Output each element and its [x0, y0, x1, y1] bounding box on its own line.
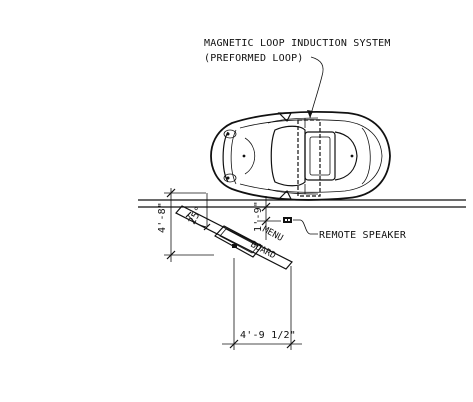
loop-leader — [309, 56, 324, 119]
menu-board-label-2: BOARD — [249, 240, 278, 262]
dim-width-bottom-label: 4'-9 1/2" — [240, 330, 296, 341]
loop-leader-arrow — [307, 110, 313, 118]
menu-board — [175, 205, 293, 270]
dim-angle-label: 25° — [187, 205, 205, 227]
loop-label-line1: MAGNETIC LOOP INDUCTION SYSTEM — [204, 38, 391, 49]
menu-board-label-1: MENU — [261, 225, 285, 244]
dim-width-bottom — [222, 258, 302, 350]
remote-speaker-symbol — [283, 217, 292, 223]
remote-speaker-label: REMOTE SPEAKER — [319, 230, 407, 241]
dim-angle — [185, 193, 211, 231]
car-top-view — [210, 111, 391, 201]
curb-lines — [138, 199, 466, 208]
magnetic-loop — [297, 119, 321, 197]
speaker-leader — [293, 219, 318, 235]
dim-height-left-label: 4'-8" — [157, 202, 168, 233]
dim-height-mid — [257, 196, 281, 240]
dim-height-left — [164, 188, 214, 262]
loop-label-line2: (PREFORMED LOOP) — [204, 53, 304, 64]
dim-height-mid-label: 1'-9" — [253, 201, 264, 232]
